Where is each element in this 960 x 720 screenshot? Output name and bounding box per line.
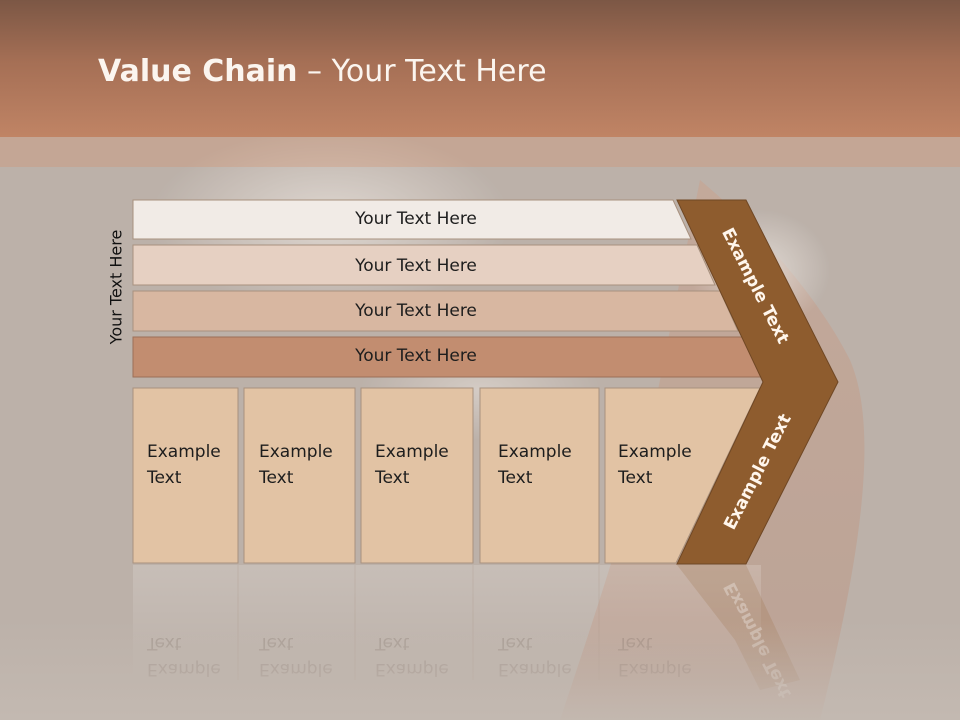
support-row-2 [132, 244, 716, 286]
bottom-fade [0, 620, 960, 720]
title-bold: Value Chain [98, 54, 298, 89]
title-bar [0, 0, 960, 137]
primary-activity-4 [479, 387, 600, 564]
support-row-3 [132, 290, 739, 332]
support-row-2-label: Your Text Here [355, 256, 477, 276]
primary-activity-1 [132, 387, 239, 564]
support-row-1-label: Your Text Here [355, 209, 477, 229]
title-band [0, 137, 960, 167]
title-rest: – Your Text Here [297, 54, 547, 89]
primary-activity-2 [243, 387, 356, 564]
support-row-4-label: Your Text Here [355, 346, 477, 366]
margin-chevron [676, 199, 839, 565]
support-row-1 [132, 199, 692, 240]
slide-title: Value Chain – Your Text Here [98, 54, 547, 89]
support-row-3-label: Your Text Here [355, 301, 477, 321]
primary-activity-3 [360, 387, 474, 564]
primary-activity-5 [604, 387, 761, 564]
